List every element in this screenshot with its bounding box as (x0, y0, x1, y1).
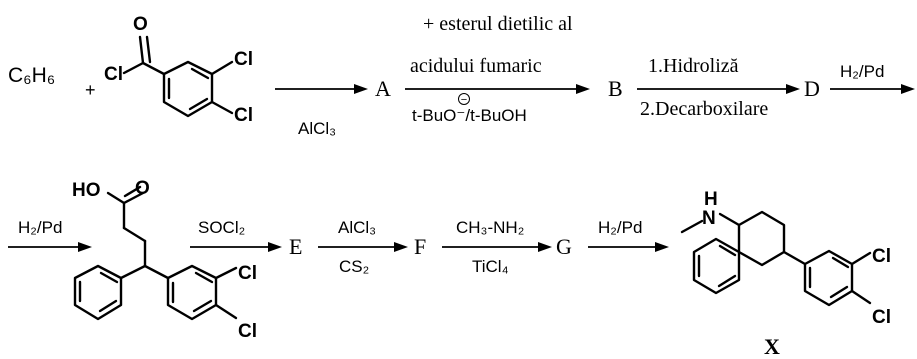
step9-reagent-above: H₂/Pd (598, 218, 642, 237)
step8-reagent-below: TiCl₄ (472, 257, 509, 276)
compound-E: E (289, 234, 302, 259)
acid-o-label: O (135, 178, 150, 199)
step4-reagent-above: H₂/Pd (840, 62, 884, 81)
step8-reagent-above: CH₃-NH₂ (456, 218, 524, 237)
compound-G: G (556, 234, 572, 259)
carbonyl-o-label: O (133, 14, 148, 35)
arrow-step-8 (442, 242, 552, 252)
step5-reagent-above: H₂/Pd (18, 218, 62, 237)
step6-reagent-above: SOCl₂ (198, 218, 245, 237)
step3-reagent-below: 2.Decarboxilare (640, 98, 768, 120)
negative-charge-circle (458, 93, 470, 105)
para-cl-label: Cl (234, 105, 253, 126)
step2-reagent-line1: + esterul dietilic al (423, 13, 573, 35)
acyl-cl-label: Cl (104, 64, 123, 85)
step7-reagent-below: CS₂ (339, 257, 369, 276)
step3-reagent-above: 1.Hidroliză (648, 55, 739, 77)
compound-A: A (375, 76, 391, 101)
product-h-label: H (704, 189, 718, 210)
step1-reagent-below: AlCl₃ (298, 119, 336, 138)
arrow-step-2 (405, 84, 590, 94)
arrow-step-1 (275, 84, 368, 94)
product-meta-cl-label: Cl (872, 246, 891, 267)
arrow-step-4 (830, 84, 915, 94)
arrow-step-5 (8, 242, 92, 252)
product-para-cl-label: Cl (872, 307, 891, 328)
acid-structure: HO O Cl Cl (72, 178, 257, 342)
arrow-step-9 (588, 242, 669, 252)
benzene-formula: C₆H₆ (8, 64, 55, 87)
compound-B: B (608, 76, 623, 101)
arrow-step-6 (190, 242, 282, 252)
acid-ho-label: HO (72, 180, 101, 201)
step7-reagent-above: AlCl₃ (338, 218, 376, 237)
product-label-X: X (764, 334, 780, 359)
acid-meta-cl-label: Cl (238, 263, 257, 284)
meta-cl-label: Cl (234, 49, 253, 70)
arrow-step-7 (318, 242, 408, 252)
acid-para-cl-label: Cl (238, 321, 257, 342)
step2-reagent-below: t-BuO⁻/t-BuOH (412, 106, 527, 125)
acyl-chloride-structure: Cl O Cl Cl (104, 14, 253, 126)
negative-charge-sign: − (461, 94, 467, 106)
compound-F: F (414, 234, 426, 259)
plus-sign-1: + (85, 80, 96, 100)
product-n-label: N (702, 208, 716, 229)
compound-D: D (804, 76, 820, 101)
product-x-structure: H N Cl Cl (680, 189, 891, 328)
arrow-step-3 (637, 84, 800, 94)
step2-reagent-line2: acidului fumaric (410, 55, 542, 77)
